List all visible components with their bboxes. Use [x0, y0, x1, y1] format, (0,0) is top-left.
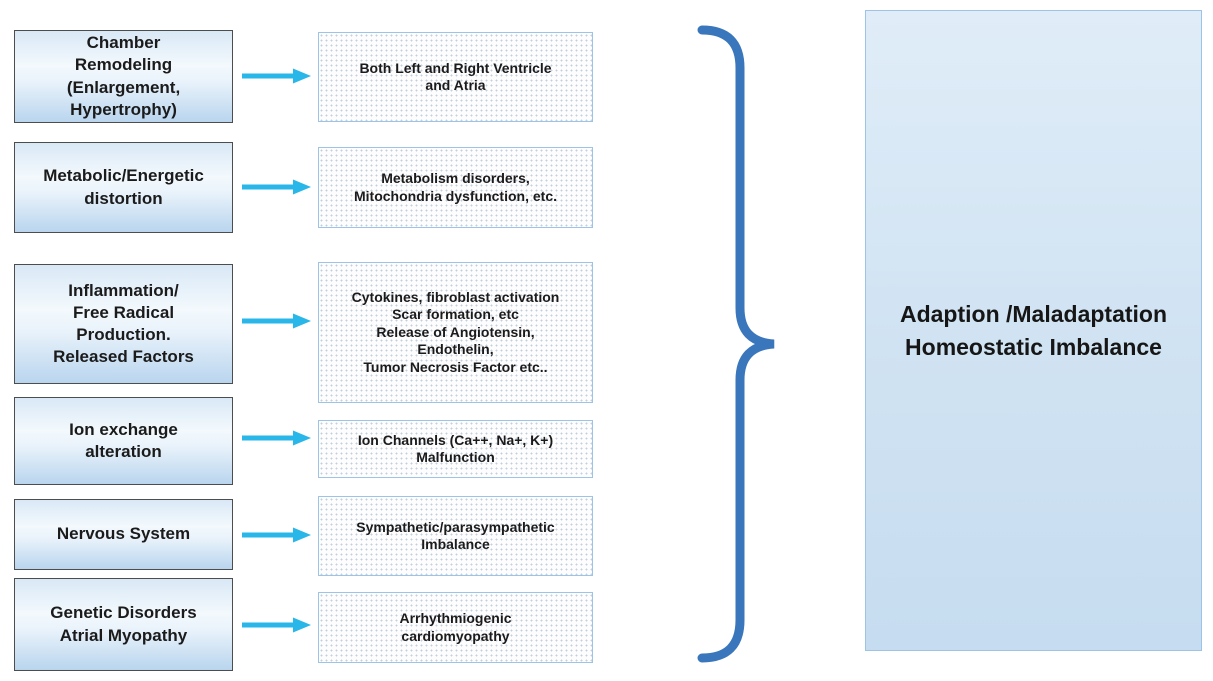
right-arrow-icon: [242, 430, 311, 446]
effect-label: Cytokines, fibroblast activation Scar fo…: [351, 288, 560, 375]
cause-label: Inflammation/ Free Radical Production. R…: [53, 280, 194, 367]
cause-label: Chamber Remodeling (Enlargement, Hypertr…: [66, 33, 181, 119]
effect-label: Metabolism disorders, Mitochondria dysfu…: [353, 170, 557, 204]
right-arrow-icon: [242, 617, 311, 633]
result-box-adaptation-maladaptation: Adaption /Maladaptation Homeostatic Imba…: [865, 10, 1202, 651]
effect-box-metabolism-disorders: Metabolism disorders, Mitochondria dysfu…: [318, 147, 593, 228]
effect-box-ventricle-atria: Both Left and Right Ventricle and Atria: [318, 32, 593, 122]
cause-box-genetic-disorders: Genetic Disorders Atrial Myopathy: [14, 578, 233, 671]
effect-box-arrhythmiogenic-cardiomyopathy: Arrhythmiogenic cardiomyopathy: [318, 592, 593, 663]
effect-label: Arrhythmiogenic cardiomyopathy: [399, 610, 512, 644]
right-arrow-icon: [242, 527, 311, 543]
cause-box-nervous-system: Nervous System: [14, 499, 233, 570]
effect-label: Ion Channels (Ca++, Na+, K+) Malfunction: [357, 431, 554, 466]
right-curly-brace-icon: [697, 25, 775, 663]
right-arrow-icon: [242, 179, 311, 195]
cause-label: Nervous System: [56, 524, 191, 544]
cause-box-inflammation-free-radical: Inflammation/ Free Radical Production. R…: [14, 264, 233, 384]
effect-label: Sympathetic/parasympathetic Imbalance: [356, 518, 555, 553]
cause-box-ion-exchange: Ion exchange alteration: [14, 397, 233, 485]
cause-label: Ion exchange alteration: [69, 419, 178, 461]
result-label: Adaption /Maladaptation Homeostatic Imba…: [899, 301, 1168, 360]
effect-label: Both Left and Right Ventricle and Atria: [359, 59, 552, 94]
cause-box-metabolic-distortion: Metabolic/Energetic distortion: [14, 142, 233, 233]
right-arrow-icon: [242, 313, 311, 329]
right-arrow-icon: [242, 68, 311, 84]
cause-label: Metabolic/Energetic distortion: [43, 166, 204, 208]
cause-box-chamber-remodeling: Chamber Remodeling (Enlargement, Hypertr…: [14, 30, 233, 123]
effect-box-ion-channels: Ion Channels (Ca++, Na+, K+) Malfunction: [318, 420, 593, 478]
effect-box-cytokines-factors: Cytokines, fibroblast activation Scar fo…: [318, 262, 593, 403]
cause-label: Genetic Disorders Atrial Myopathy: [50, 603, 197, 645]
effect-box-sympathetic-imbalance: Sympathetic/parasympathetic Imbalance: [318, 496, 593, 576]
